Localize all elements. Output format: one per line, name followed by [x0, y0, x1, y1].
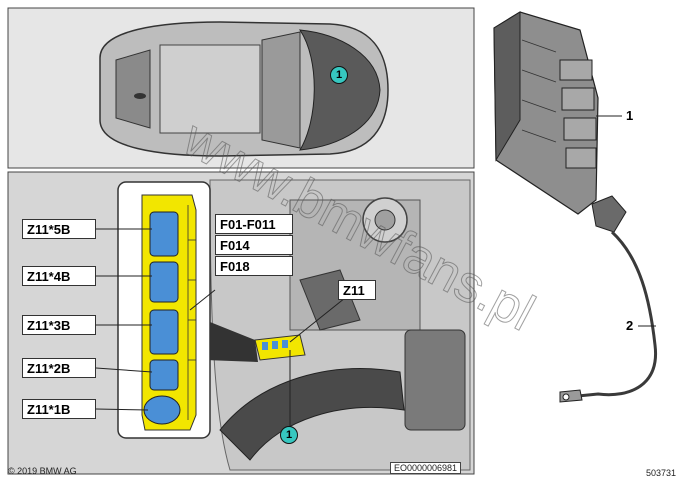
- connector-2b: [149, 359, 179, 391]
- car-top-view: [99, 21, 389, 157]
- connector-label-2b: Z11*2B: [22, 358, 96, 378]
- module-label-z11: Z11: [338, 280, 376, 300]
- part-number-2: 2: [626, 318, 634, 333]
- fuse-label-f014: F014: [215, 235, 293, 255]
- connector-3b: [149, 309, 179, 355]
- control-module-part: [493, 11, 599, 215]
- fuse-box-in-car: [254, 334, 306, 361]
- connector-label-1b: Z11*1B: [22, 399, 96, 419]
- engine-bay-illustration: [209, 179, 471, 471]
- copyright-text: © 2019 BMW AG: [8, 466, 77, 476]
- reference-number: 503731: [646, 468, 677, 478]
- fuse-label-f01-f011: F01-F011: [215, 214, 293, 234]
- location-callout-top: 1: [330, 66, 348, 84]
- fuse-carrier: [141, 194, 197, 431]
- connector-5b: [149, 211, 179, 257]
- connector-leaders: [95, 228, 346, 426]
- location-callout-bottom: 1: [280, 426, 298, 444]
- connector-label-3b: Z11*3B: [22, 315, 96, 335]
- ground-cable-part: [559, 195, 658, 403]
- connector-label-4b: Z11*4B: [22, 266, 96, 286]
- connector-1b: [143, 395, 181, 425]
- connector-4b: [149, 261, 179, 303]
- image-code: EO0000006981: [390, 462, 462, 474]
- part-number-1: 1: [626, 108, 634, 123]
- connector-label-5b: Z11*5B: [22, 219, 96, 239]
- fuse-label-f018: F018: [215, 256, 293, 276]
